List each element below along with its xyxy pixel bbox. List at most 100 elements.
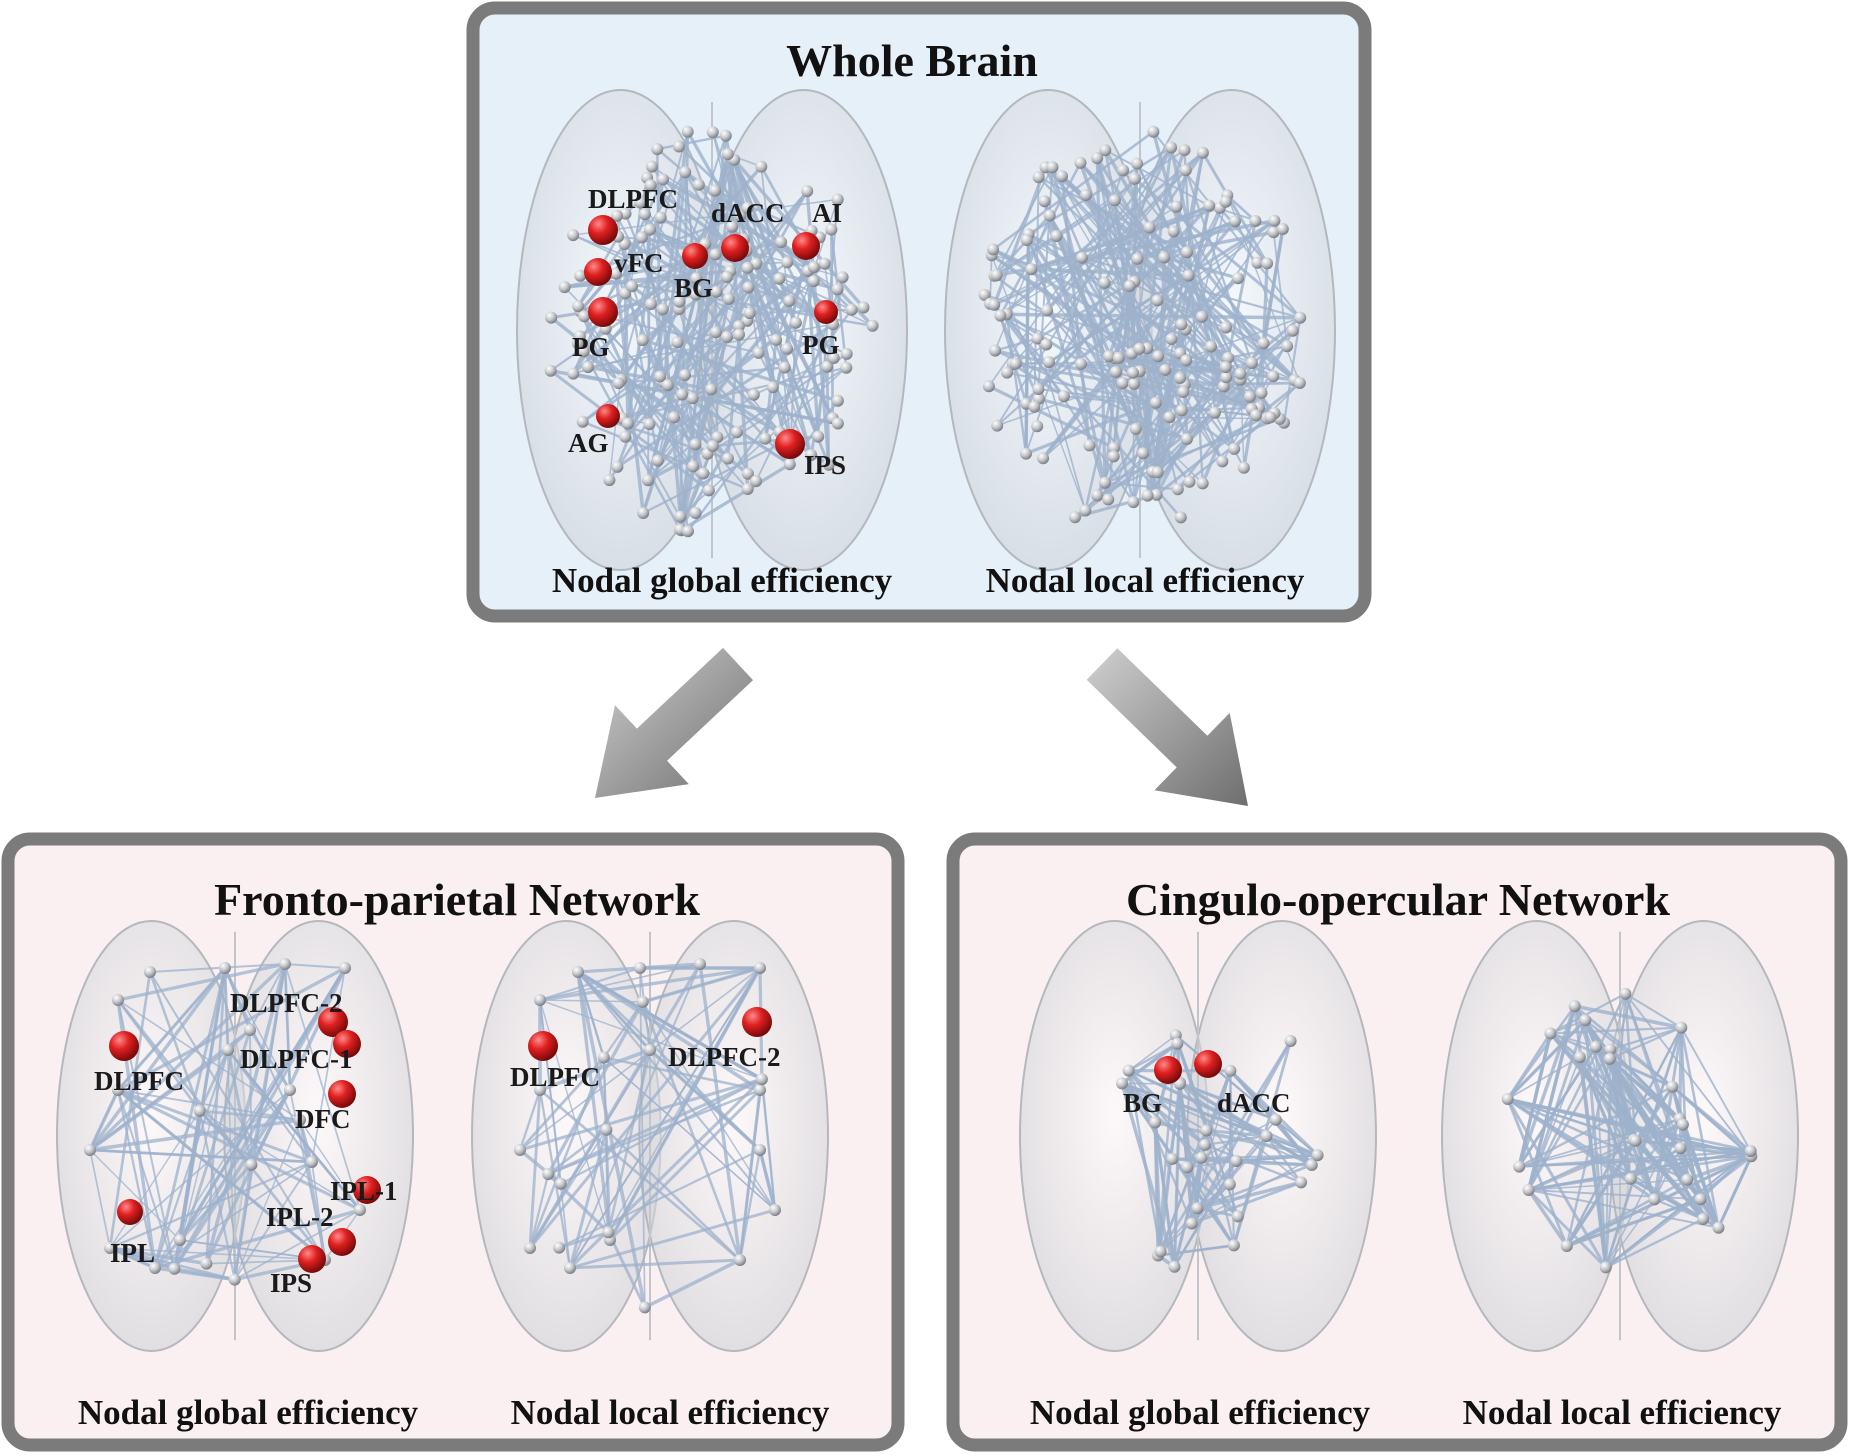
brain-node: [1222, 351, 1235, 364]
brain-node: [1091, 489, 1104, 502]
network-edge: [990, 253, 1186, 387]
brain-node: [1560, 1240, 1573, 1252]
network-edge: [539, 966, 761, 1002]
brain-node: [987, 243, 1000, 256]
brain-node: [722, 292, 735, 305]
network-edge: [117, 1089, 176, 1270]
brain-node: [1264, 411, 1277, 424]
brain-node: [1080, 189, 1092, 201]
network-edge: [1173, 1160, 1238, 1268]
brain-node: [1083, 439, 1096, 452]
brain-node: [709, 248, 722, 261]
network-edge: [996, 388, 1040, 427]
brain-node: [104, 1242, 116, 1254]
brain-node: [1293, 377, 1306, 389]
network-edge: [568, 1129, 608, 1269]
brain-node: [1076, 251, 1088, 264]
network-edge: [1104, 149, 1117, 201]
network-edge: [205, 967, 227, 1264]
brain-node: [734, 209, 747, 222]
brain-node: [200, 1257, 213, 1270]
network-edge: [88, 962, 287, 1152]
network-edge: [607, 1231, 647, 1309]
brain-node: [1057, 390, 1070, 403]
brain-node: [1102, 493, 1115, 506]
brain-node: [1168, 1260, 1181, 1273]
brain-node: [978, 288, 991, 301]
network-edge: [586, 165, 763, 369]
right-hemisphere: [638, 920, 829, 1352]
network-edge: [89, 1148, 312, 1164]
network-edge: [577, 971, 605, 1058]
brain-node: [597, 1051, 610, 1064]
network-edges: [1506, 992, 1753, 1269]
brain-node: [741, 483, 754, 495]
brain-node: [1143, 221, 1156, 234]
brain-node: [636, 334, 649, 347]
brain-node: [582, 361, 594, 374]
brain-node: [1579, 1014, 1592, 1027]
brain-node: [1128, 377, 1140, 390]
network-edge: [518, 1056, 605, 1151]
brain-node: [1185, 1217, 1198, 1230]
network-edge: [284, 963, 291, 1091]
fronto-parietal-node-labels: DLPFC-2 DLPFC-1 DLPFC DFC IPL-1 IPL-2 IP…: [94, 988, 780, 1298]
brain-node: [1219, 195, 1232, 208]
brain-node: [1037, 452, 1050, 465]
network-edge: [1146, 342, 1265, 497]
network-edge: [1574, 1005, 1682, 1149]
network-edge: [108, 971, 152, 1249]
brain-node: [754, 962, 766, 974]
network-edge: [1128, 1069, 1267, 1137]
brain-node: [783, 294, 796, 307]
network-edge: [172, 1089, 292, 1270]
brain-node: [1182, 269, 1195, 282]
network-edge: [539, 999, 562, 1184]
node-label: IPS: [270, 1268, 312, 1298]
brain-node: [705, 383, 718, 396]
network-edge: [117, 966, 346, 1092]
highlighted-node: [328, 1080, 356, 1108]
brain-node: [1098, 276, 1111, 289]
network-edge: [1605, 1217, 1704, 1269]
brain-node: [1038, 195, 1051, 208]
network-edge: [299, 1119, 361, 1211]
brain-node: [690, 272, 703, 285]
node-label: PG: [802, 330, 840, 360]
brain-node: [1234, 367, 1247, 380]
network-edge: [680, 462, 791, 532]
brain-node: [1173, 1077, 1186, 1090]
brain-node: [644, 179, 657, 192]
brain-node: [1181, 1161, 1194, 1174]
brain-node: [775, 236, 788, 249]
brain-node: [721, 271, 733, 283]
node-label: dACC: [1217, 1088, 1291, 1118]
brain-node: [845, 303, 858, 316]
network-edge: [684, 170, 815, 269]
network-nodes: [1116, 1029, 1324, 1273]
node-label: dACC: [711, 198, 785, 228]
brain-node: [1020, 234, 1033, 247]
brain-node: [732, 320, 745, 333]
brain-node: [544, 364, 557, 377]
brain-node: [1109, 365, 1122, 378]
brain-node: [1099, 144, 1112, 157]
network-nodes: [1501, 987, 1758, 1274]
brain-node: [1229, 215, 1241, 228]
node-label: IPL-1: [330, 1176, 398, 1206]
brain-node: [831, 394, 844, 407]
highlighted-node: [109, 1031, 139, 1061]
brain-node: [603, 474, 616, 487]
network-edge: [1632, 1139, 1705, 1220]
brain-node: [1116, 377, 1129, 390]
node-label: IPL-2: [266, 1202, 334, 1232]
brain-node: [1001, 366, 1013, 379]
network-edge: [1680, 1027, 1752, 1152]
brain-node: [1227, 1239, 1240, 1252]
brain-node: [112, 1084, 124, 1096]
brain-node: [305, 1156, 318, 1168]
brain-node: [778, 361, 791, 374]
network-edge: [1624, 992, 1682, 1029]
brain-node: [857, 301, 870, 314]
